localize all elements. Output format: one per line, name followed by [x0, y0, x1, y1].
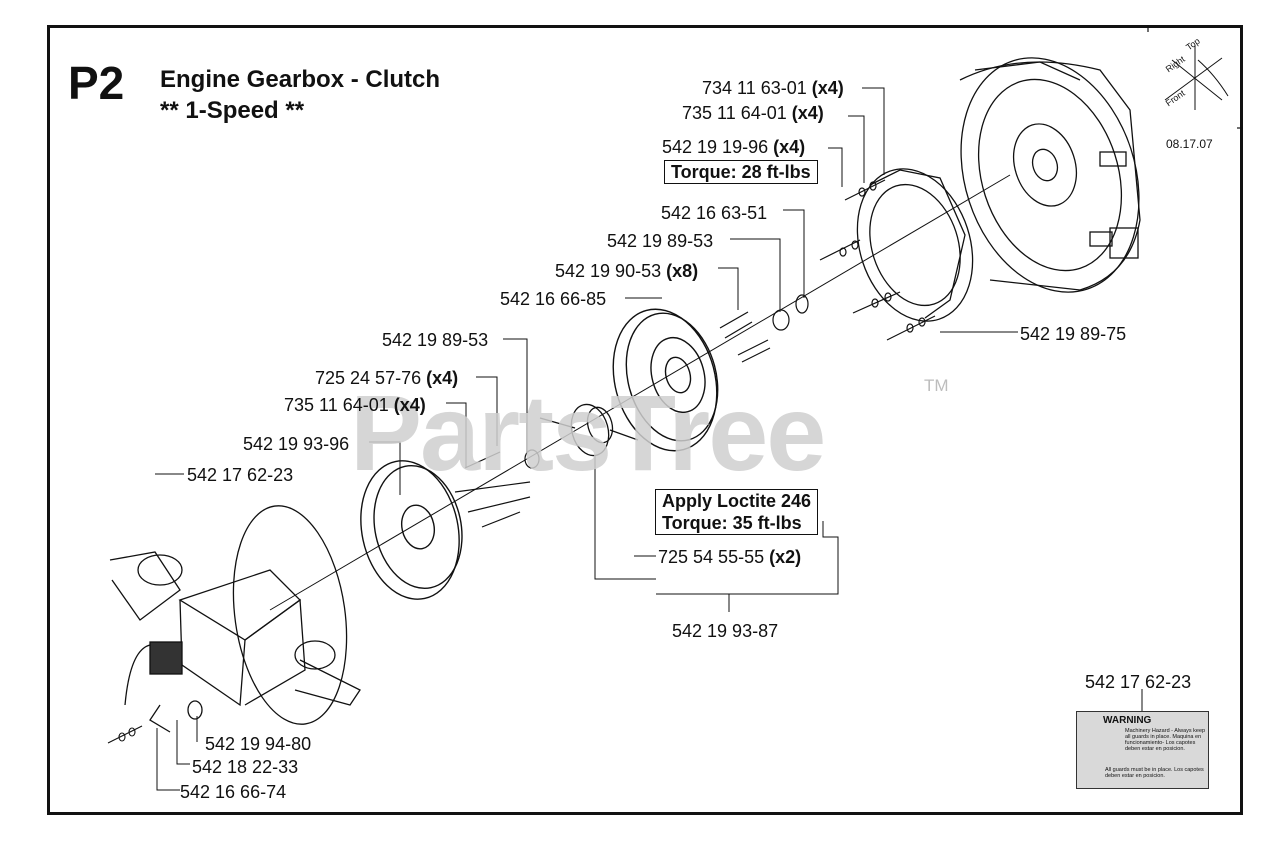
- part-callout[interactable]: 542 19 89-53: [607, 231, 714, 251]
- page-subtitle: ** 1-Speed **: [160, 97, 305, 124]
- warning-text-1: Machinery Hazard - Always keep all guard…: [1125, 728, 1206, 752]
- engine-housing: [959, 57, 1141, 293]
- page-title: Engine Gearbox - Clutch: [160, 66, 441, 93]
- gearbox: [109, 505, 361, 733]
- part-callout[interactable]: 725 24 57-76 (x4): [315, 368, 459, 388]
- torque-note: Torque: 28 ft-lbs: [664, 160, 818, 184]
- watermark: PartsTree: [350, 372, 826, 493]
- pulley-bolts: [719, 311, 771, 363]
- page-code: P2: [68, 57, 125, 109]
- pulley-screws: [454, 451, 531, 528]
- part-callout[interactable]: 542 19 89-53: [382, 330, 489, 350]
- loctite-torque-note: Apply Loctite 246 Torque: 35 ft-lbs: [655, 489, 819, 535]
- leader-lines: [155, 87, 1143, 791]
- warning-text-2: All guards must be in place. Los capotes…: [1105, 767, 1204, 779]
- plate-fasteners: [819, 179, 936, 341]
- part-callout[interactable]: 734 11 63-01 (x4): [702, 78, 844, 98]
- diagram-frame: [47, 25, 1243, 815]
- part-callout[interactable]: 542 19 93-87: [672, 621, 779, 641]
- part-callout[interactable]: 542 18 22-33: [192, 757, 299, 777]
- part-callout[interactable]: 735 11 64-01 (x4): [682, 103, 824, 123]
- part-callout[interactable]: 542 16 66-74: [180, 782, 287, 802]
- hub: [539, 403, 639, 457]
- warning-heading: WARNING: [1103, 715, 1152, 726]
- part-callout[interactable]: 542 17 62-23: [1085, 672, 1192, 692]
- trademark-mark: TM: [924, 376, 949, 395]
- part-callout[interactable]: 725 54 55-55 (x2): [658, 547, 802, 567]
- part-callout[interactable]: 542 16 63-51: [661, 203, 768, 223]
- torque-note-2: Torque: 35 ft-lbs: [662, 513, 802, 533]
- part-callout[interactable]: 542 19 89-75: [1020, 324, 1127, 344]
- gearbox-fasteners: [107, 725, 143, 744]
- drive-pulley: [360, 460, 463, 600]
- part-callout[interactable]: 542 19 90-53 (x8): [555, 261, 699, 281]
- part-callout[interactable]: 542 19 93-96: [243, 434, 350, 454]
- orientation-compass: [1164, 45, 1229, 110]
- part-callout[interactable]: 542 19 19-96 (x4): [662, 137, 806, 157]
- loctite-note: Apply Loctite 246: [662, 491, 812, 511]
- snap-ring-2: [524, 449, 540, 469]
- warning-decal: WARNING Machinery Hazard - Always keep a…: [1076, 711, 1209, 789]
- part-callout[interactable]: 542 19 94-80: [205, 734, 312, 754]
- revision-date: 08.17.07: [1166, 137, 1213, 151]
- seal: [795, 294, 809, 314]
- part-callout[interactable]: 542 16 66-85: [500, 289, 607, 309]
- part-callout[interactable]: 542 17 62-23: [187, 465, 294, 485]
- part-callout[interactable]: 735 11 64-01 (x4): [284, 395, 426, 415]
- driven-pulley: [612, 308, 719, 452]
